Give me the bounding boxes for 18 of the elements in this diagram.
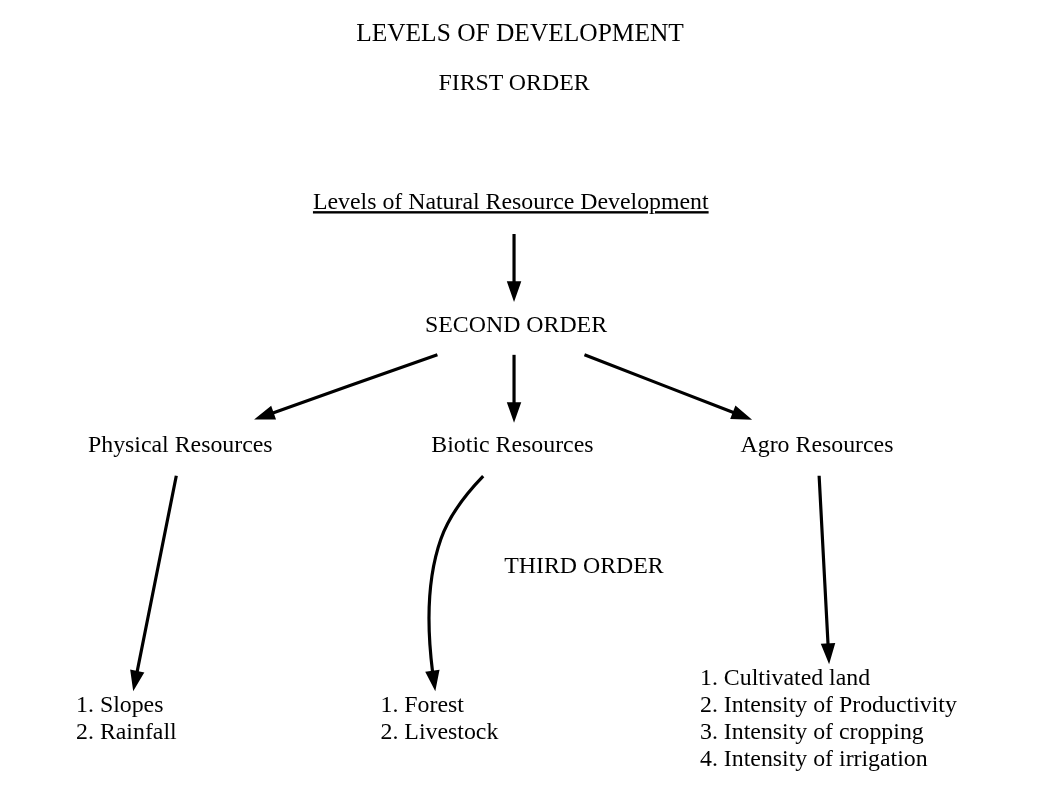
node-text: 1. Forest 2. Livestock [380, 691, 499, 745]
node-text: Levels of Natural Resource Development [312, 188, 709, 215]
label: FIRST ORDER [438, 68, 590, 95]
node-text: SECOND ORDER [425, 310, 608, 337]
arrow [506, 354, 522, 423]
arrow [817, 475, 836, 665]
arrow [583, 353, 753, 420]
diagram-title: LEVELS OF DEVELOPMENT [356, 18, 684, 48]
arrow [254, 353, 438, 420]
node-text: Physical Resources [88, 431, 273, 458]
node-text: 1. Cultivated land 2. Intensity of Productivity 3. Intensity of cropping 4. Intensity of irrigation [700, 664, 957, 772]
node-text: Biotic Resources [431, 431, 594, 458]
label: THIRD ORDER [504, 552, 664, 579]
node-text: 1. Slopes 2. Rainfall [76, 691, 177, 745]
node-text: Agro Resources [740, 431, 894, 458]
arrow [506, 234, 522, 303]
arrow [130, 475, 178, 692]
arrow [425, 475, 485, 692]
